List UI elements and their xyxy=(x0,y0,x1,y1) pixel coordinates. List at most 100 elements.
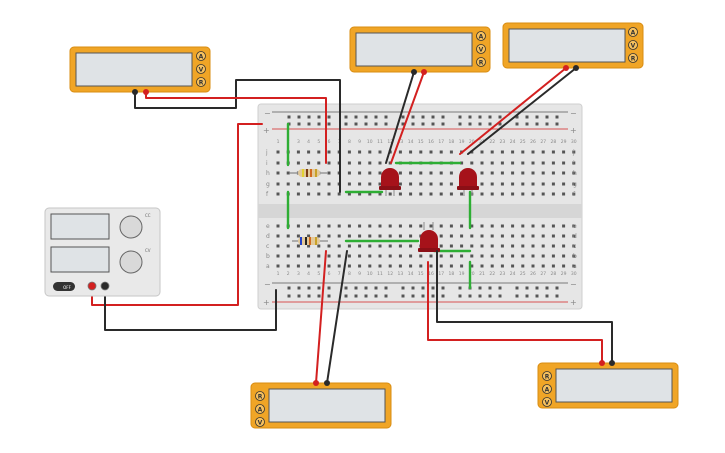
hole-a6[interactable] xyxy=(327,264,331,268)
hole-g26[interactable] xyxy=(531,182,535,186)
hole-j27[interactable] xyxy=(541,150,545,154)
hole-b1[interactable] xyxy=(276,254,280,258)
rail-hole-0-2-0[interactable] xyxy=(401,115,405,119)
hole-b23[interactable] xyxy=(500,254,504,258)
multimeter-5-mode-r-button[interactable] xyxy=(542,371,552,381)
hole-d14[interactable] xyxy=(409,234,413,238)
hole-f11[interactable] xyxy=(378,192,382,196)
rail-hole-3-0-2[interactable] xyxy=(307,294,311,298)
hole-c20[interactable] xyxy=(470,244,474,248)
multimeter-5[interactable]: R A V xyxy=(537,360,679,409)
hole-c5[interactable] xyxy=(317,244,321,248)
hole-c9[interactable] xyxy=(358,244,362,248)
hole-e9[interactable] xyxy=(358,224,362,228)
hole-a14[interactable] xyxy=(409,264,413,268)
hole-c17[interactable] xyxy=(439,244,443,248)
hole-a26[interactable] xyxy=(531,264,535,268)
hole-b16[interactable] xyxy=(429,254,433,258)
hole-f23[interactable] xyxy=(500,192,504,196)
rail-hole-1-0-1[interactable] xyxy=(297,122,301,126)
hole-e10[interactable] xyxy=(368,224,372,228)
hole-b30[interactable] xyxy=(572,254,576,258)
hole-e7[interactable] xyxy=(337,224,341,228)
hole-j14[interactable] xyxy=(409,150,413,154)
rail-hole-2-3-0[interactable] xyxy=(458,286,462,290)
hole-h6[interactable] xyxy=(327,171,331,175)
rail-hole-1-0-3[interactable] xyxy=(317,122,321,126)
hole-d22[interactable] xyxy=(490,234,494,238)
hole-a15[interactable] xyxy=(419,264,423,268)
hole-e21[interactable] xyxy=(480,224,484,228)
led-2[interactable] xyxy=(457,168,479,196)
rail-hole-2-2-4[interactable] xyxy=(441,286,445,290)
resistor-top[interactable] xyxy=(290,169,328,177)
rail-hole-3-2-3[interactable] xyxy=(431,294,435,298)
rail-hole-0-3-3[interactable] xyxy=(488,115,492,119)
rail-hole-0-1-0[interactable] xyxy=(344,115,348,119)
multimeter-1-mode-r-button[interactable] xyxy=(196,77,206,87)
hole-g3[interactable] xyxy=(296,182,300,186)
rail-hole-1-4-3[interactable] xyxy=(545,122,549,126)
rail-hole-0-4-0[interactable] xyxy=(515,115,519,119)
hole-c1[interactable] xyxy=(276,244,280,248)
rail-hole-2-1-1[interactable] xyxy=(354,286,358,290)
hole-i3[interactable] xyxy=(296,161,300,165)
rail-hole-0-0-1[interactable] xyxy=(297,115,301,119)
hole-a4[interactable] xyxy=(307,264,311,268)
wire-m2-red[interactable] xyxy=(390,71,425,164)
hole-g23[interactable] xyxy=(500,182,504,186)
rail-hole-2-2-3[interactable] xyxy=(431,286,435,290)
hole-g27[interactable] xyxy=(541,182,545,186)
hole-b18[interactable] xyxy=(449,254,453,258)
hole-j1[interactable] xyxy=(276,150,280,154)
hole-h30[interactable] xyxy=(572,171,576,175)
rail-hole-3-4-1[interactable] xyxy=(525,294,529,298)
hole-d1[interactable] xyxy=(276,234,280,238)
hole-d20[interactable] xyxy=(470,234,474,238)
hole-c13[interactable] xyxy=(398,244,402,248)
hole-g15[interactable] xyxy=(419,182,423,186)
hole-h26[interactable] xyxy=(531,171,535,175)
hole-c6[interactable] xyxy=(327,244,331,248)
rail-hole-1-2-2[interactable] xyxy=(421,122,425,126)
hole-c2[interactable] xyxy=(286,244,290,248)
multimeter-1-probe-pos[interactable] xyxy=(143,89,149,95)
rail-hole-3-3-2[interactable] xyxy=(478,294,482,298)
hole-a1[interactable] xyxy=(276,264,280,268)
hole-b24[interactable] xyxy=(511,254,515,258)
hole-f24[interactable] xyxy=(511,192,515,196)
hole-j4[interactable] xyxy=(307,150,311,154)
multimeter-2-mode-a-button[interactable] xyxy=(476,31,486,41)
rail-hole-0-4-2[interactable] xyxy=(535,115,539,119)
hole-f14[interactable] xyxy=(409,192,413,196)
hole-j3[interactable] xyxy=(296,150,300,154)
hole-j8[interactable] xyxy=(347,150,351,154)
hole-d25[interactable] xyxy=(521,234,525,238)
rail-hole-2-4-2[interactable] xyxy=(535,286,539,290)
multimeter-2-probe-com[interactable] xyxy=(411,69,417,75)
hole-j10[interactable] xyxy=(368,150,372,154)
hole-d4[interactable] xyxy=(307,234,311,238)
hole-j6[interactable] xyxy=(327,150,331,154)
hole-g1[interactable] xyxy=(276,182,280,186)
hole-i20[interactable] xyxy=(470,161,474,165)
hole-c30[interactable] xyxy=(572,244,576,248)
rail-hole-2-3-3[interactable] xyxy=(488,286,492,290)
rail-hole-3-2-2[interactable] xyxy=(421,294,425,298)
hole-e12[interactable] xyxy=(388,224,392,228)
hole-c10[interactable] xyxy=(368,244,372,248)
led-1[interactable] xyxy=(379,168,401,196)
hole-a23[interactable] xyxy=(500,264,504,268)
rail-hole-1-2-0[interactable] xyxy=(401,122,405,126)
hole-j23[interactable] xyxy=(500,150,504,154)
hole-i9[interactable] xyxy=(358,161,362,165)
multimeter-3-mode-v-button[interactable] xyxy=(628,40,638,50)
multimeter-3-probe-pos[interactable] xyxy=(563,65,569,71)
multimeter-2-mode-r-button[interactable] xyxy=(476,57,486,67)
hole-a21[interactable] xyxy=(480,264,484,268)
hole-j11[interactable] xyxy=(378,150,382,154)
hole-h29[interactable] xyxy=(562,171,566,175)
hole-a20[interactable] xyxy=(470,264,474,268)
hole-d12[interactable] xyxy=(388,234,392,238)
